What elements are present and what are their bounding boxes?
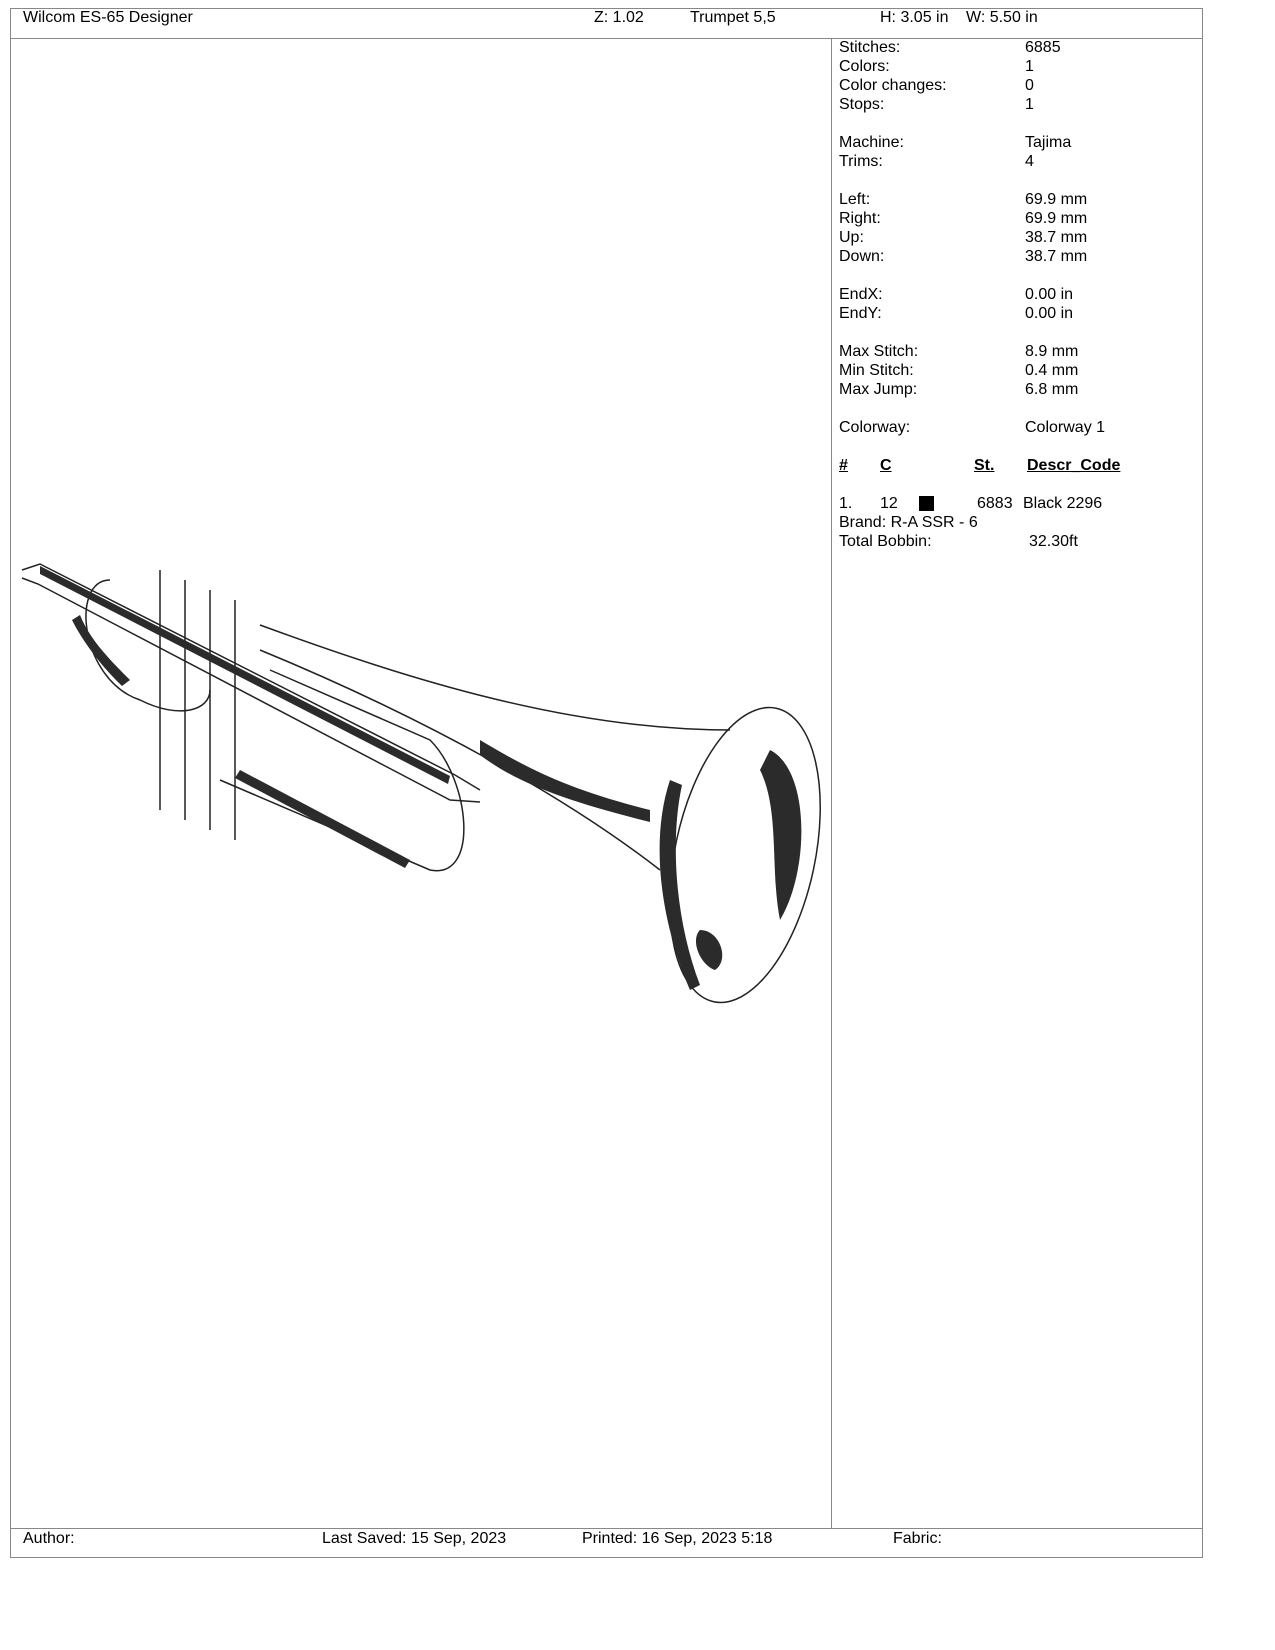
row-num: 1. [839, 495, 853, 512]
col-header-num: # [839, 457, 848, 474]
stat-value: 0.00 in [1025, 286, 1074, 303]
stat-label: Max Stitch: [839, 343, 919, 360]
trumpet-design-preview [21, 563, 821, 1004]
stat-label: Trims: [839, 153, 883, 170]
stat-label: Right: [839, 210, 881, 227]
design-name: Trumpet 5,5 [690, 9, 776, 26]
stat-value: 1 [1025, 58, 1034, 75]
header-divider [10, 38, 1203, 39]
bobbin-value: 32.30ft [1029, 533, 1078, 550]
design-height: H: 3.05 in [880, 9, 949, 26]
stat-value: 6.8 mm [1025, 381, 1079, 398]
stat-value: 0.00 in [1025, 305, 1074, 322]
stat-label: Max Jump: [839, 381, 918, 398]
row-descr: Black 2296 [1023, 495, 1103, 512]
stat-label: Stops: [839, 96, 885, 113]
stat-value: 0.4 mm [1025, 362, 1079, 379]
col-header-st: St. [974, 457, 995, 474]
panel-divider [831, 38, 832, 1528]
fabric-label: Fabric: [893, 1530, 942, 1547]
design-width: W: 5.50 in [966, 9, 1038, 26]
stat-label: EndY: [839, 305, 882, 322]
page-frame [10, 8, 1203, 1558]
stat-label: Down: [839, 248, 885, 265]
row-c: 12 [880, 495, 898, 512]
stat-label: Min Stitch: [839, 362, 914, 379]
stat-value: 0 [1025, 77, 1034, 94]
stat-value: 8.9 mm [1025, 343, 1079, 360]
author-label: Author: [23, 1530, 75, 1547]
stat-label: EndX: [839, 286, 883, 303]
stat-value: 69.9 mm [1025, 210, 1088, 227]
stat-value: 38.7 mm [1025, 248, 1088, 265]
stat-label: Color changes: [839, 77, 947, 94]
brand: Brand: R-A SSR - 6 [839, 514, 978, 531]
stat-label: Left: [839, 191, 871, 208]
stat-label: Machine: [839, 134, 904, 151]
stat-label: Colorway: [839, 419, 911, 436]
bobbin-label: Total Bobbin: [839, 533, 932, 550]
stat-label: Stitches: [839, 39, 901, 56]
last-saved: Last Saved: 15 Sep, 2023 [322, 1530, 507, 1547]
printed-date: Printed: 16 Sep, 2023 5:18 [582, 1530, 773, 1547]
zoom-level: Z: 1.02 [594, 9, 644, 26]
stat-value: 69.9 mm [1025, 191, 1088, 208]
stat-value: 4 [1025, 153, 1034, 170]
color-swatch [919, 496, 934, 511]
stat-value: 38.7 mm [1025, 229, 1088, 246]
stat-label: Colors: [839, 58, 890, 75]
stat-value: Colorway 1 [1025, 419, 1106, 436]
stat-value: 6885 [1025, 39, 1061, 56]
row-st: 6883 [977, 495, 1013, 512]
app-title: Wilcom ES-65 Designer [23, 9, 193, 26]
stat-value: 1 [1025, 96, 1034, 113]
col-header-descr: Descr_Code [1027, 457, 1121, 474]
footer-divider [10, 1528, 1203, 1529]
col-header-c: C [880, 457, 892, 474]
stat-value: Tajima [1025, 134, 1072, 151]
stat-label: Up: [839, 229, 864, 246]
